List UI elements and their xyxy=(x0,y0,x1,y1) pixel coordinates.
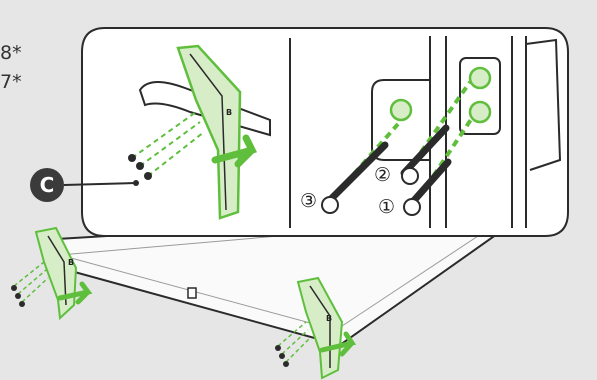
callout-c-badge: C xyxy=(30,168,64,202)
note-bottom: 7* xyxy=(0,73,22,92)
stand-mark-left: B xyxy=(68,258,74,267)
stand-mark-right: B xyxy=(326,314,332,323)
step-number-2: ② xyxy=(374,164,391,186)
stand-mark-detail: B xyxy=(226,108,232,117)
step-number-3: ③ xyxy=(300,190,317,212)
note-top: 8* xyxy=(0,44,22,63)
step-number-1: ① xyxy=(378,196,395,218)
